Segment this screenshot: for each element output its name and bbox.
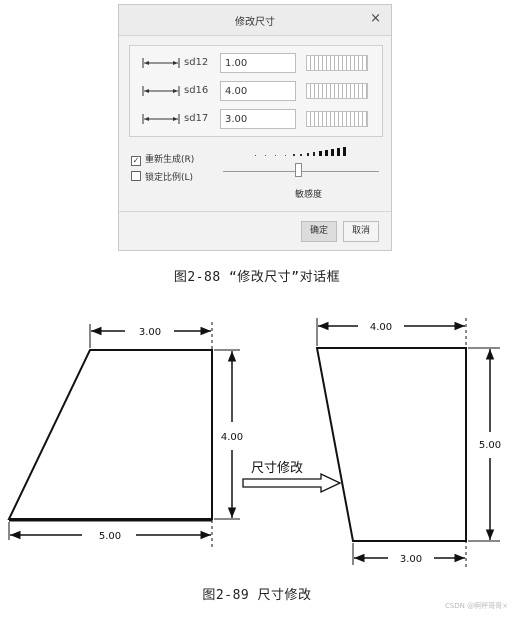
dimension-list: sd12 sd16 sd17	[129, 45, 383, 137]
left-bottom-dimension: 5.00	[99, 531, 121, 542]
dimension-value-input[interactable]	[220, 53, 296, 73]
lock-scale-option[interactable]: 锁定比例(L)	[131, 170, 193, 183]
divider	[119, 211, 391, 212]
dimension-name: sd17	[184, 113, 209, 124]
dimension-name: sd12	[184, 57, 209, 68]
regenerate-option[interactable]: ✓ 重新生成(R)	[131, 152, 194, 166]
dimension-value-input[interactable]	[220, 81, 296, 101]
regenerate-label: 重新生成(R)	[145, 155, 195, 165]
right-bottom-dimension: 3.00	[400, 554, 422, 565]
dimension-row: sd12	[130, 53, 382, 75]
watermark: CSDN @啊秤哥哥×	[444, 602, 508, 610]
right-right-dimension: 5.00	[479, 440, 501, 451]
arrow-label: 尺寸修改	[251, 461, 303, 476]
dialog-title: 修改尺寸	[235, 17, 275, 28]
right-shape: 4.00 5.00 3.00	[315, 318, 501, 570]
dimension-row: sd17	[130, 109, 382, 131]
modify-dimensions-dialog: 修改尺寸 × sd12 sd16	[118, 4, 392, 251]
regenerate-checkbox[interactable]: ✓	[131, 156, 141, 166]
dimension-row: sd16	[130, 81, 382, 103]
dimension-thumbwheel[interactable]	[306, 55, 368, 71]
dimension-icon	[142, 114, 180, 124]
modify-arrow: 尺寸修改	[242, 461, 342, 494]
left-right-dimension: 4.00	[221, 432, 243, 443]
sensitivity-label: 敏感度	[295, 190, 323, 200]
lock-scale-checkbox[interactable]	[131, 171, 141, 181]
dimension-thumbwheel[interactable]	[306, 111, 368, 127]
sensitivity-slider[interactable]	[295, 163, 302, 177]
dimension-icon	[142, 86, 180, 96]
left-top-dimension: 3.00	[139, 327, 161, 338]
sensitivity-scale-icon	[255, 147, 346, 156]
left-shape: 3.00 4.00 5.00	[7, 322, 243, 548]
dimension-sketch-figure: 3.00 4.00 5.00 尺寸修改 4.00 5.00 3.00	[7, 318, 501, 570]
dimension-thumbwheel[interactable]	[306, 83, 368, 99]
close-icon[interactable]: ×	[370, 11, 381, 26]
ok-button[interactable]: 确定	[301, 221, 337, 242]
dialog-titlebar: 修改尺寸 ×	[119, 5, 391, 36]
lock-scale-label: 锁定比例(L)	[145, 173, 194, 183]
dimension-name: sd16	[184, 85, 209, 96]
caption-fig-2-89: 图2-89 尺寸修改	[202, 588, 312, 603]
dimension-value-input[interactable]	[220, 109, 296, 129]
dimension-icon	[142, 58, 180, 68]
caption-fig-2-88: 图2-88 “修改尺寸”对话框	[173, 270, 341, 285]
right-top-dimension: 4.00	[370, 322, 392, 333]
cancel-button[interactable]: 取消	[343, 221, 379, 242]
